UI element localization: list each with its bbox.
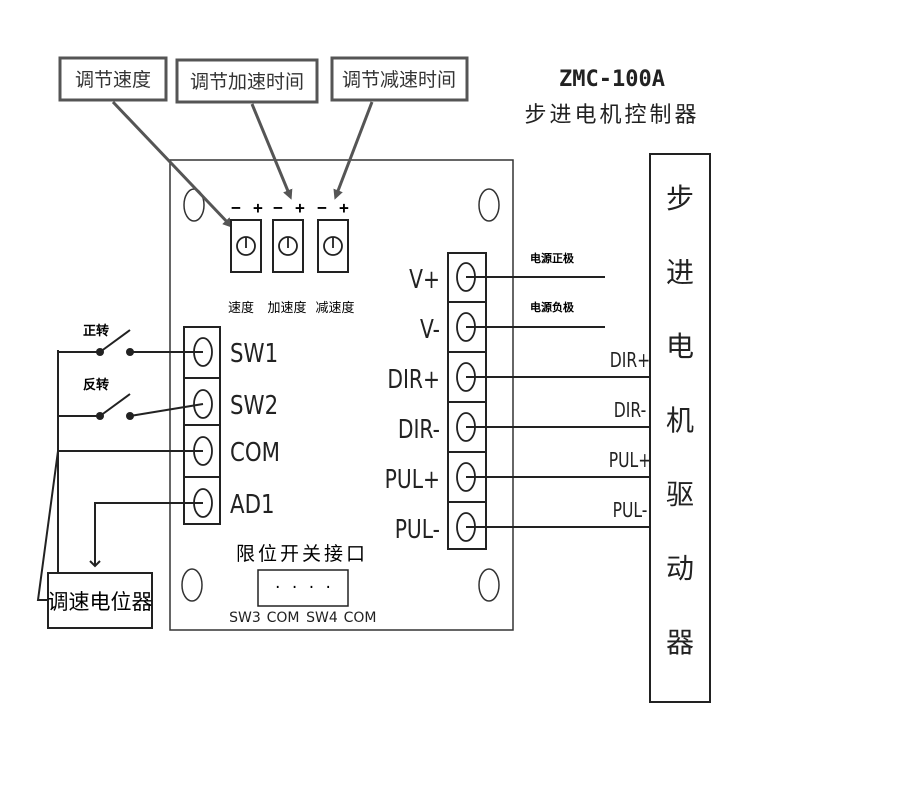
switch-reverse-label: 反转 bbox=[83, 377, 109, 393]
knob-decel-plus: + bbox=[339, 198, 349, 217]
controller-board bbox=[169, 159, 514, 631]
right-terminal-label: V- bbox=[420, 315, 440, 345]
limit-switch-label: SW3 bbox=[229, 610, 261, 626]
callout-accel-arrow bbox=[250, 103, 293, 200]
stepper-driver-box bbox=[649, 153, 711, 703]
right-terminal-pulminus: PUL- bbox=[395, 501, 486, 545]
driver-box-char: 机 bbox=[666, 404, 694, 437]
driver-wire-dirminus: DIR- bbox=[466, 399, 650, 428]
callout-decel: 调节减速时间 bbox=[330, 56, 469, 102]
driver-box-char: 步 bbox=[666, 182, 694, 215]
callout-decel-arrow bbox=[333, 101, 374, 200]
controller-subtitle: 步进电机控制器 bbox=[524, 103, 699, 128]
driver-wire-dirplus: DIR+ bbox=[466, 349, 650, 378]
knob-accel[interactable]: − + 加速度 bbox=[267, 198, 306, 316]
mount-hole-bl bbox=[181, 568, 203, 602]
knob-accel-minus: − bbox=[273, 198, 283, 217]
knob-speed[interactable]: − + 速度 bbox=[228, 198, 263, 316]
driver-box-char: 电 bbox=[666, 330, 694, 363]
mount-hole-br bbox=[478, 568, 500, 602]
right-terminal-label: DIR- bbox=[398, 415, 440, 445]
callout-speed-arrow bbox=[111, 100, 233, 228]
callout-accel: 调节加速时间 bbox=[175, 58, 319, 104]
right-terminal-label: PUL+ bbox=[385, 465, 440, 495]
right-terminal-vminus: V- bbox=[420, 301, 486, 345]
switch-reverse-contact-a bbox=[96, 412, 104, 420]
limit-switch-label: SW4 bbox=[306, 610, 338, 626]
limit-switch-title: 限位开关接口 bbox=[236, 543, 368, 565]
right-terminal-vplus: V+ bbox=[409, 262, 476, 295]
knob-decel-label: 减速度 bbox=[315, 300, 354, 316]
driver-box-char: 动 bbox=[666, 552, 694, 585]
left-terminal-label: SW2 bbox=[230, 390, 278, 421]
limit-switch-connector bbox=[257, 569, 349, 607]
limit-switch-label: COM bbox=[344, 610, 377, 626]
driver-box-char: 驱 bbox=[666, 478, 694, 511]
knob-speed-label: 速度 bbox=[228, 300, 254, 316]
left-terminal-label: AD1 bbox=[230, 489, 275, 520]
driver-wire-pulminus: PUL- bbox=[466, 499, 650, 528]
right-terminal-label: PUL- bbox=[395, 515, 440, 545]
power-wires bbox=[466, 276, 605, 328]
limit-switch-pins: · · · · bbox=[273, 580, 332, 596]
callout-decel-text: 调节减速时间 bbox=[342, 69, 456, 91]
left-wiring bbox=[36, 329, 204, 601]
right-terminal-dirminus: DIR- bbox=[398, 401, 486, 445]
callout-accel-text: 调节加速时间 bbox=[190, 71, 304, 93]
knob-decel-minus: − bbox=[317, 198, 327, 217]
knob-speed-minus: − bbox=[231, 198, 241, 217]
left-terminal-label: SW1 bbox=[230, 338, 278, 369]
driver-wire-label: DIR+ bbox=[610, 349, 650, 372]
speed-potentiometer-label: 调速电位器 bbox=[48, 590, 153, 614]
left-terminal-com: COM bbox=[184, 424, 280, 468]
speed-potentiometer-box bbox=[47, 572, 153, 629]
left-terminal-label: COM bbox=[230, 437, 280, 468]
switch-reverse-contact-b bbox=[126, 412, 134, 420]
driver-wire-pulplus: PUL+ bbox=[466, 449, 652, 478]
left-terminal-sw2: SW2 bbox=[184, 377, 278, 421]
limit-switch-label: COM bbox=[267, 610, 300, 626]
knob-speed-plus: + bbox=[253, 198, 263, 217]
driver-wire-label: PUL- bbox=[613, 499, 648, 522]
power-positive-label: 电源正极 bbox=[530, 251, 575, 265]
switch-forward-contact-b bbox=[126, 348, 134, 356]
driver-box-char: 进 bbox=[666, 256, 694, 289]
driver-wire-label: DIR- bbox=[614, 399, 646, 422]
power-negative-label: 电源负极 bbox=[530, 300, 575, 314]
switch-forward-contact-a bbox=[96, 348, 104, 356]
knob-decel[interactable]: − + 减速度 bbox=[315, 198, 354, 316]
driver-wire-label: PUL+ bbox=[609, 449, 652, 472]
mount-hole-tr bbox=[478, 188, 500, 222]
model-title: ZMC-100A bbox=[559, 67, 665, 92]
right-terminal-pulplus: PUL+ bbox=[385, 451, 486, 495]
right-terminal-label: DIR+ bbox=[387, 365, 440, 395]
knob-accel-label: 加速度 bbox=[267, 300, 306, 316]
knob-accel-plus: + bbox=[295, 198, 305, 217]
right-terminal-label: V+ bbox=[409, 265, 440, 295]
callout-speed: 调节速度 bbox=[58, 56, 168, 102]
driver-box-char: 器 bbox=[666, 626, 694, 659]
switch-forward-label: 正转 bbox=[83, 323, 109, 339]
callout-speed-text: 调节速度 bbox=[75, 69, 151, 91]
